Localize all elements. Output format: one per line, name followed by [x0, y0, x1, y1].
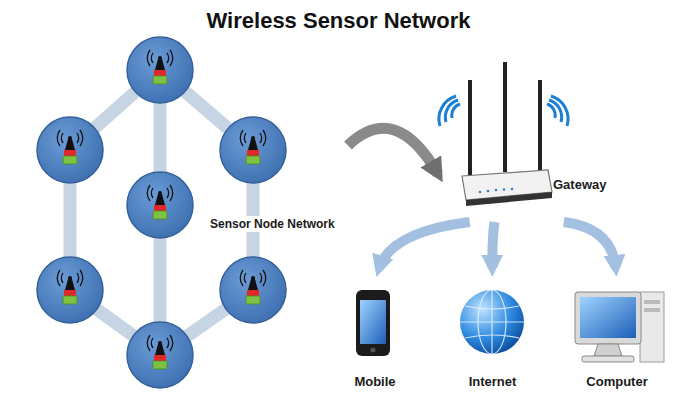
node-label: Sensor Node Network [208, 216, 337, 232]
computer-terminal: Computer [565, 282, 669, 392]
mobile-device: Mobile [335, 282, 415, 392]
internet-globe: Internet [445, 282, 540, 392]
node-label: Mobile [354, 374, 395, 389]
diagram-title: Wireless Sensor Network [0, 8, 677, 34]
flow-arrow [379, 222, 470, 269]
flow-arrow [348, 128, 438, 174]
sensor-network-group: Sensor Node Network [30, 38, 348, 396]
flow-arrow [564, 222, 616, 268]
flow-arrow [492, 222, 494, 268]
node-label: Gateway [553, 177, 606, 192]
node-label: Internet [469, 374, 517, 389]
node-label: Computer [586, 374, 647, 389]
gateway-router: Gateway [445, 150, 610, 222]
